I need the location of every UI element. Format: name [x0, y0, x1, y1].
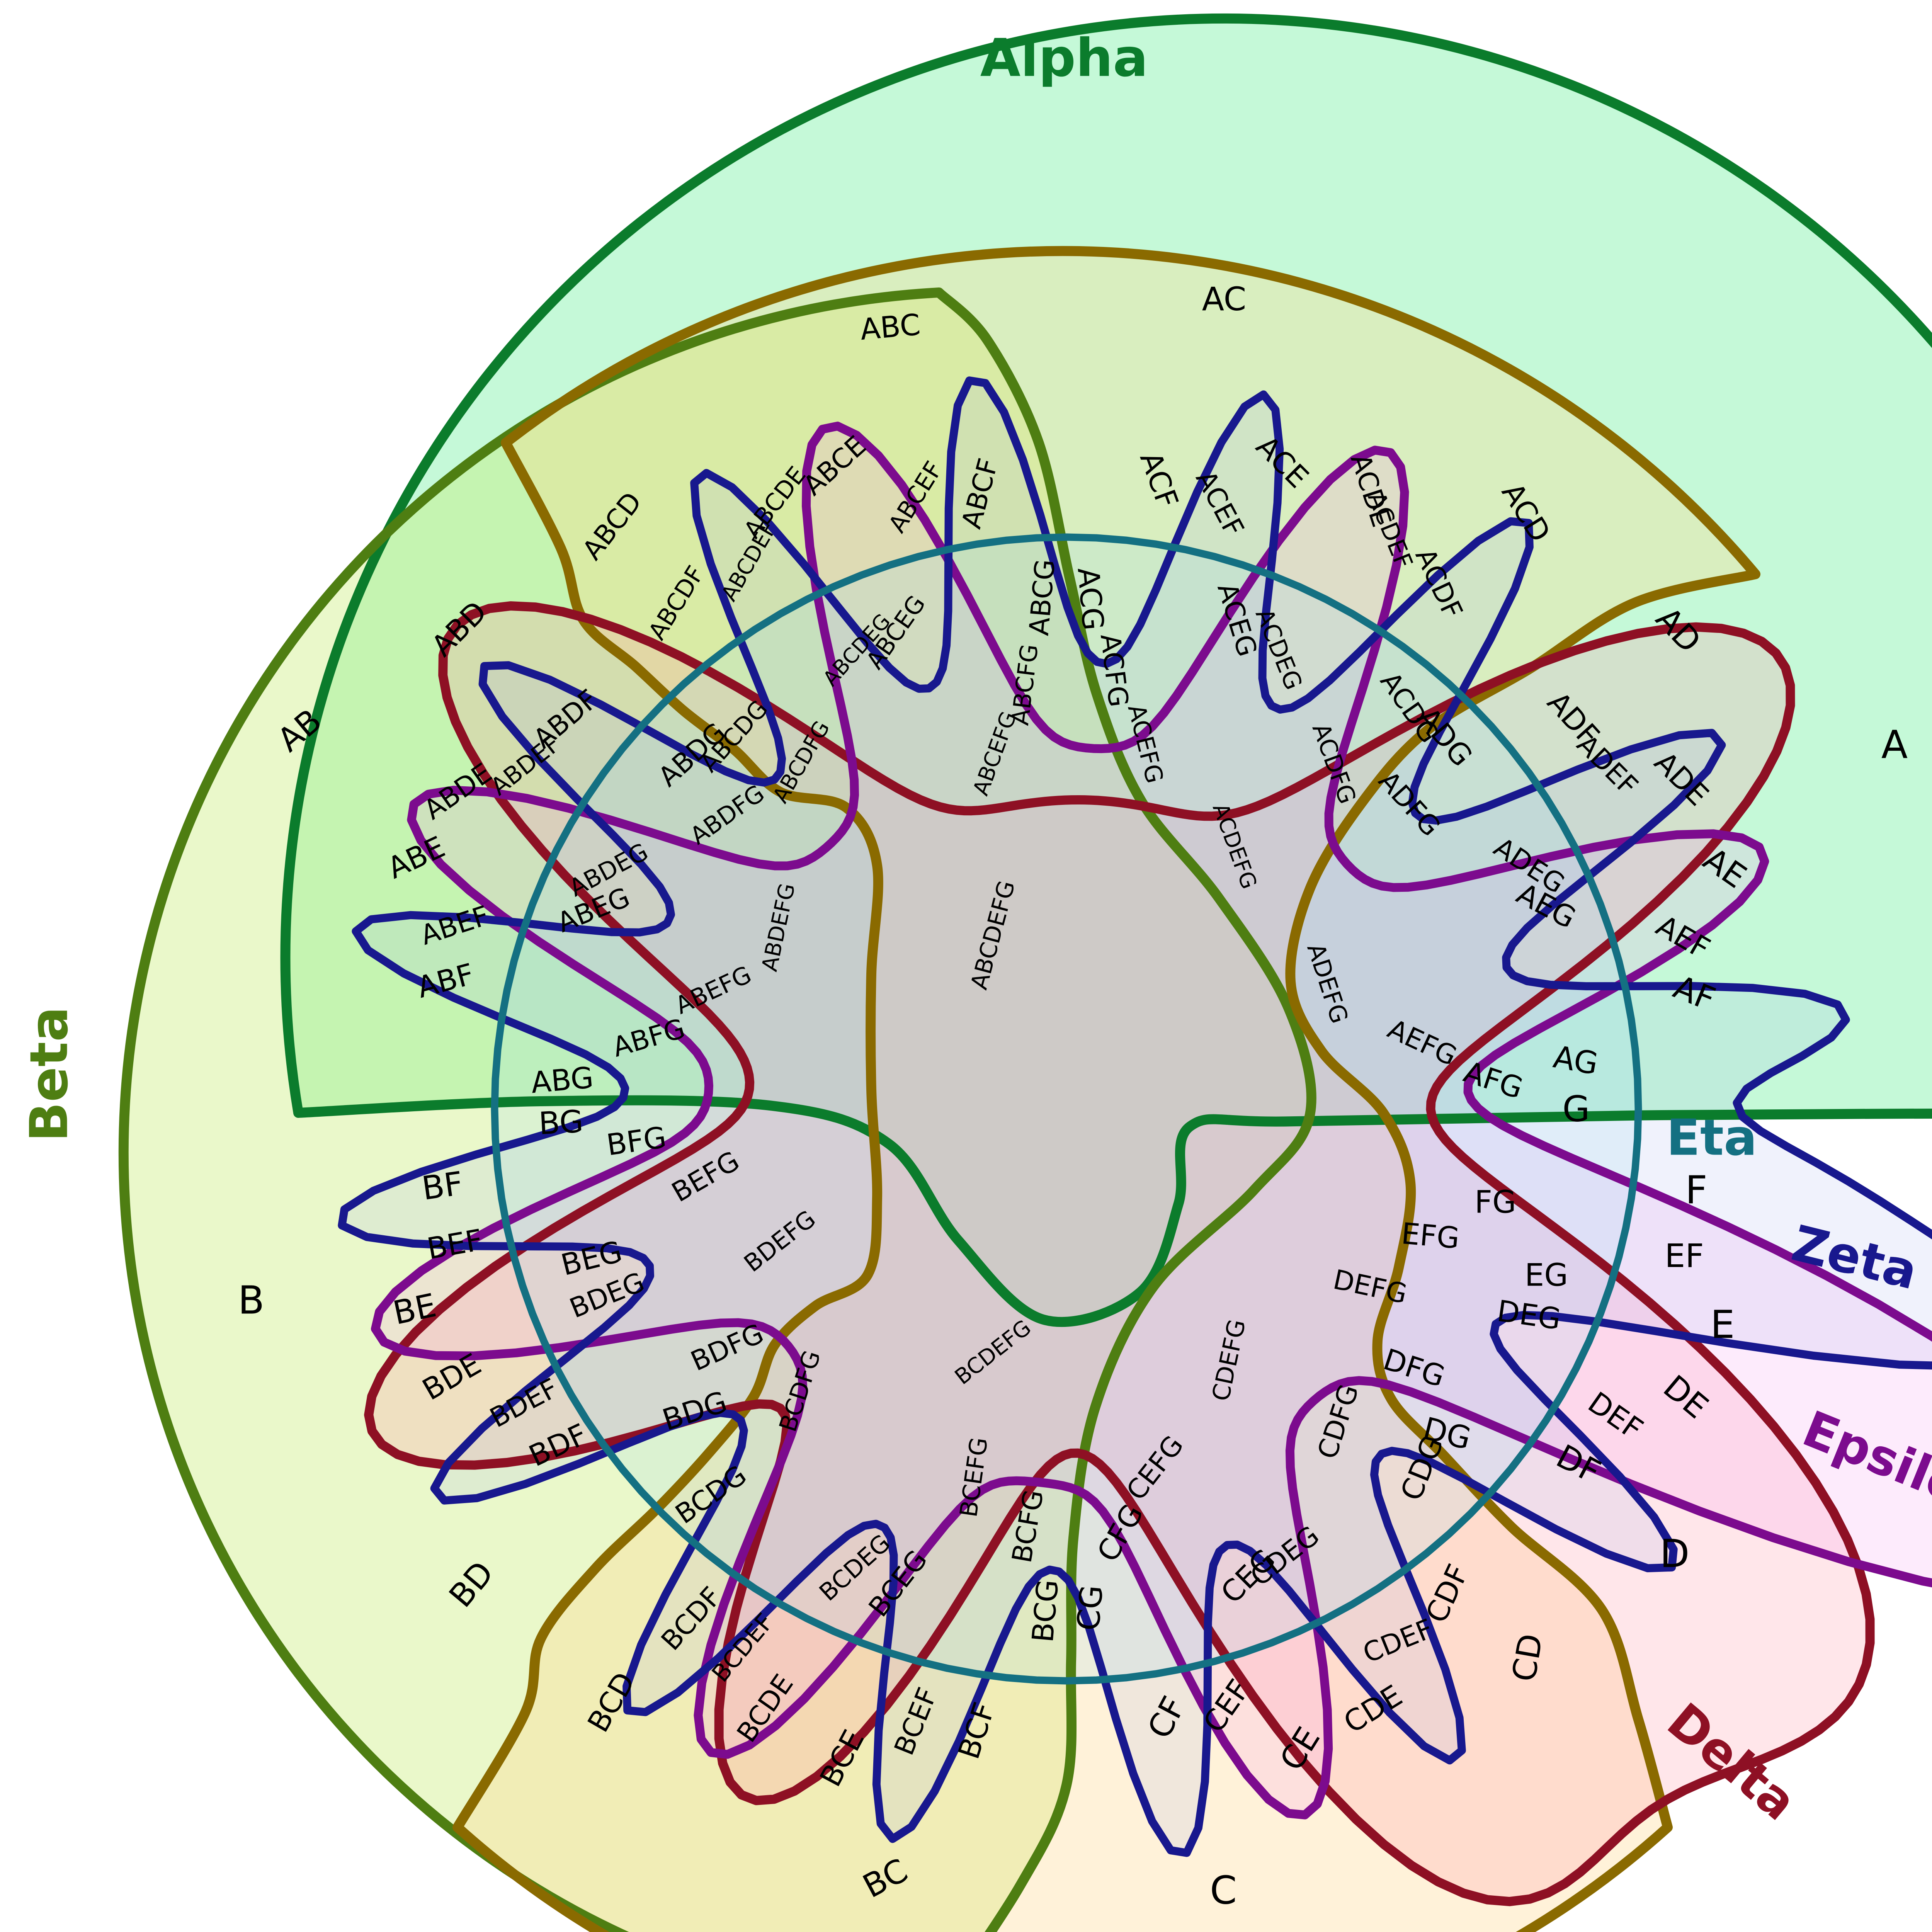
region-label-eg: EG [1525, 1257, 1568, 1293]
region-label-acg: ACG [1071, 566, 1111, 632]
set-gamma-curve [452, 246, 1760, 1932]
region-label-ac: AC [1202, 280, 1247, 318]
region-label-bfg: BFG [604, 1120, 668, 1162]
region-label-cg: CG [1070, 1583, 1110, 1632]
region-label-g: G [1562, 1088, 1590, 1130]
region-label-ef: EF [1665, 1237, 1704, 1275]
set-alpha-curve [280, 13, 1932, 1327]
region-label-a: A [1881, 722, 1908, 767]
region-label-d: D [1660, 1531, 1689, 1577]
region-label-abg: ABG [530, 1060, 595, 1100]
set-epsilon-area [375, 426, 1932, 1815]
set-epsilon-curve [371, 422, 1932, 1820]
region-label-f: F [1685, 1168, 1708, 1213]
region-label-e: E [1710, 1302, 1735, 1347]
set-name-label-eta: Eta [1667, 1109, 1757, 1167]
set-delta-curve [364, 601, 1875, 1906]
region-label-bf: BF [420, 1164, 466, 1208]
set-zeta-curve [338, 376, 1932, 1857]
set-name-label-alpha: Alpha [980, 28, 1148, 88]
region-label-abcg: ABCG [1023, 558, 1061, 637]
region-label-be: BE [390, 1286, 440, 1332]
region-label-bg: BG [538, 1104, 584, 1142]
region-label-efg: EFG [1400, 1216, 1461, 1255]
region-label-cd: CD [1505, 1631, 1550, 1684]
region-label-b: B [238, 1278, 265, 1323]
set-eta-curve [491, 533, 1642, 1685]
region-label-abc: ABC [859, 307, 922, 347]
set-name-label-beta: Beta [19, 1007, 80, 1142]
set-beta-area [123, 293, 1311, 1932]
set-zeta-area [342, 380, 1932, 1853]
set-stroke-layer [118, 13, 1932, 1932]
region-label-bcg: BCG [1026, 1578, 1065, 1644]
region-label-ag: AG [1551, 1039, 1601, 1082]
set-fill-layer [123, 18, 1932, 1932]
set-delta-area [369, 606, 1870, 1902]
region-label-c: C [1210, 1868, 1237, 1913]
region-label-fg: FG [1475, 1184, 1516, 1220]
